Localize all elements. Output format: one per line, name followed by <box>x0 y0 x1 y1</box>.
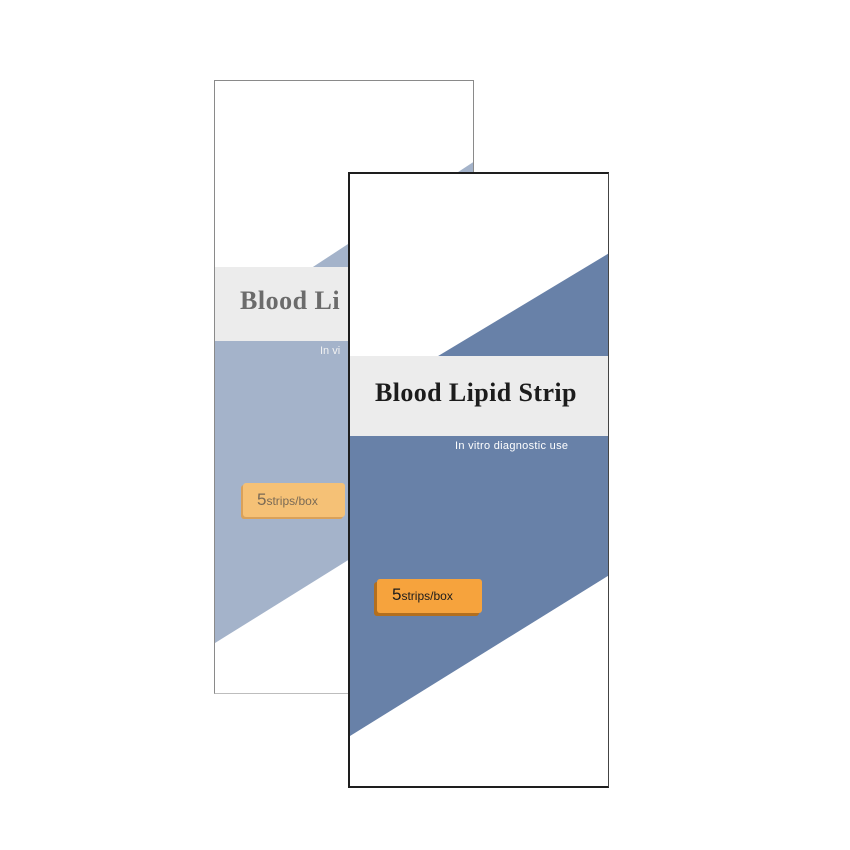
back-subtitle: In vi <box>320 345 341 357</box>
front-subtitle: In vitro diagnostic use <box>455 440 569 452</box>
front-diagonal-band <box>350 253 608 736</box>
front-label-band: Blood Lipid Strip <box>350 356 608 436</box>
front-product-title: Blood Lipid Strip <box>375 378 577 407</box>
back-strips-badge: 5strips/box <box>243 483 345 517</box>
back-badge-number: 5 <box>257 490 267 509</box>
front-strips-badge: 5strips/box <box>377 579 482 613</box>
front-package-box: Blood Lipid Strip In vitro diagnostic us… <box>348 172 609 788</box>
front-badge-number: 5 <box>392 585 402 604</box>
front-badge-unit: strips/box <box>401 589 453 603</box>
back-badge-unit: strips/box <box>266 494 318 508</box>
back-product-title: Blood Li <box>240 286 341 315</box>
